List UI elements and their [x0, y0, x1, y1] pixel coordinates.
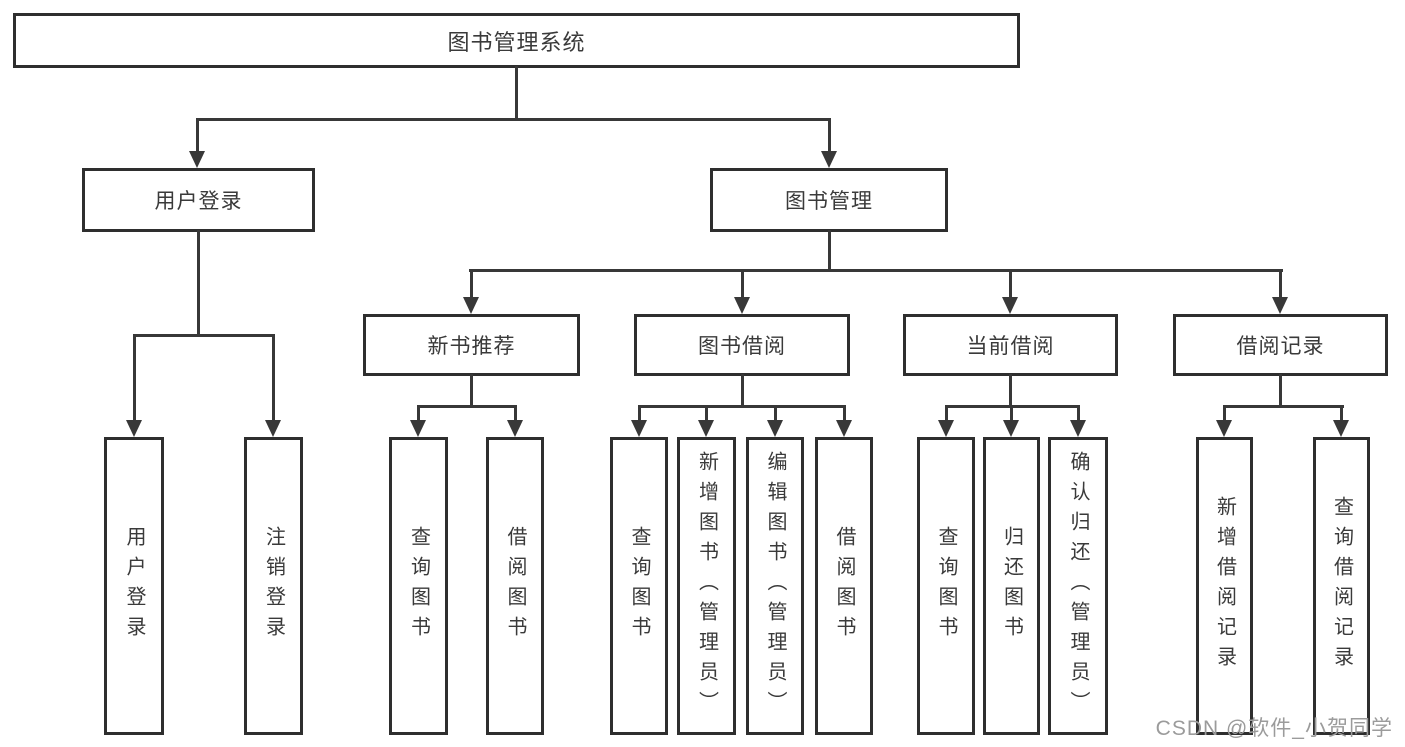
connector-arrow-line	[1077, 405, 1080, 423]
leaf-records-query-record: 查询借阅记录	[1313, 437, 1370, 735]
leaf-borrowing-add-books-admin: 新增图书（管理员）	[677, 437, 736, 735]
arrowhead-icon	[1070, 420, 1086, 437]
connector-arrow-line	[417, 405, 420, 423]
arrowhead-icon	[463, 297, 479, 314]
connector-stem	[470, 374, 473, 408]
arrowhead-icon	[767, 420, 783, 437]
leaf-borrowing-query-books: 查询图书	[610, 437, 668, 735]
leaf-borrowing-edit-books-admin: 编辑图书（管理员）	[746, 437, 804, 735]
arrowhead-icon	[410, 420, 426, 437]
connector-arrow-line	[705, 405, 708, 423]
leaf-logout: 注销登录	[244, 437, 303, 735]
watermark: CSDN @软件_小贺同学	[1155, 717, 1393, 740]
connector-arrow-line	[1223, 405, 1226, 423]
arrowhead-icon	[1272, 297, 1288, 314]
connector-arrow-line	[828, 118, 831, 154]
arrowhead-icon	[938, 420, 954, 437]
leaf-newbooks-query-books: 查询图书	[389, 437, 448, 735]
arrowhead-icon	[698, 420, 714, 437]
connector-arrow-line	[638, 405, 641, 423]
leaf-current-query-books: 查询图书	[917, 437, 975, 735]
connector-stem	[515, 66, 518, 121]
connector-stem	[741, 374, 744, 408]
connector-arrow-line	[945, 405, 948, 423]
connector-arrow-line	[470, 269, 473, 300]
arrowhead-icon	[1003, 420, 1019, 437]
connector-arrow-line	[514, 405, 517, 423]
connector-rail	[197, 118, 831, 121]
node-borrow-records: 借阅记录	[1173, 314, 1388, 376]
arrowhead-icon	[126, 420, 142, 437]
leaf-records-add-record: 新增借阅记录	[1196, 437, 1253, 735]
connector-arrow-line	[741, 269, 744, 300]
node-book-borrowing: 图书借阅	[634, 314, 850, 376]
connector-arrow-line	[133, 334, 136, 423]
arrowhead-icon	[821, 151, 837, 168]
arrowhead-icon	[265, 420, 281, 437]
leaf-current-return-books: 归还图书	[983, 437, 1040, 735]
connector-rail	[638, 405, 846, 408]
connector-arrow-line	[843, 405, 846, 423]
connector-arrow-line	[196, 118, 199, 154]
arrowhead-icon	[734, 297, 750, 314]
node-new-book-recommend: 新书推荐	[363, 314, 580, 376]
connector-rail	[133, 334, 275, 337]
node-book-management: 图书管理	[710, 168, 948, 232]
arrowhead-icon	[1216, 420, 1232, 437]
connector-stem	[1279, 374, 1282, 408]
connector-arrow-line	[1009, 269, 1012, 300]
connector-arrow-line	[1010, 405, 1013, 423]
connector-stem	[1009, 374, 1012, 408]
arrowhead-icon	[836, 420, 852, 437]
arrowhead-icon	[1333, 420, 1349, 437]
leaf-user-login: 用户登录	[104, 437, 164, 735]
connector-stem	[828, 230, 831, 272]
connector-rail	[469, 269, 1283, 272]
leaf-current-confirm-return-admin: 确认归还（管理员）	[1048, 437, 1108, 735]
arrowhead-icon	[507, 420, 523, 437]
connector-stem	[197, 230, 200, 337]
connector-arrow-line	[774, 405, 777, 423]
arrowhead-icon	[1002, 297, 1018, 314]
leaf-newbooks-borrow-books: 借阅图书	[486, 437, 544, 735]
arrowhead-icon	[631, 420, 647, 437]
connector-arrow-line	[1279, 269, 1282, 300]
connector-arrow-line	[1340, 405, 1343, 423]
connector-rail	[417, 405, 517, 408]
node-current-borrowing: 当前借阅	[903, 314, 1118, 376]
node-root: 图书管理系统	[13, 13, 1020, 68]
node-user-login-branch: 用户登录	[82, 168, 315, 232]
connector-rail	[1224, 405, 1344, 408]
leaf-borrowing-borrow-books: 借阅图书	[815, 437, 873, 735]
connector-arrow-line	[272, 334, 275, 423]
arrowhead-icon	[189, 151, 205, 168]
